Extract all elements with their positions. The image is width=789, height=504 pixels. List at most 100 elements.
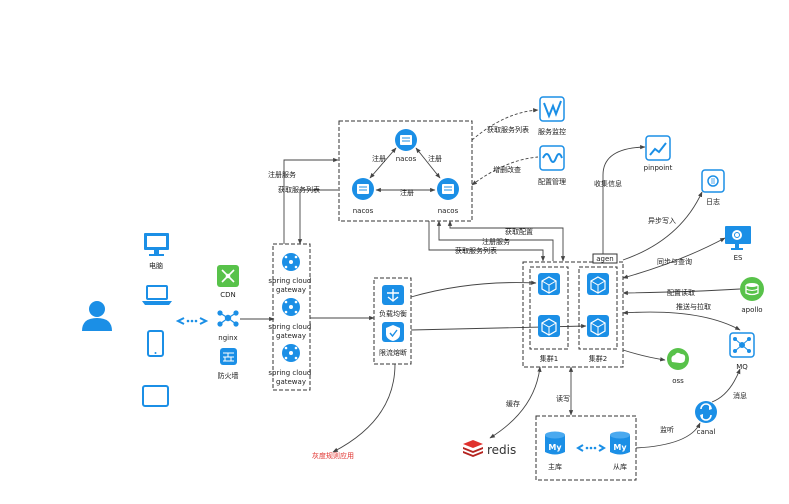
- get-service-list-edge: [428, 221, 546, 262]
- service-cube-icon: [587, 273, 609, 295]
- register-service-edge: [436, 220, 554, 261]
- pinpoint-label: pinpoint: [644, 164, 673, 172]
- collect-info-edge: [602, 144, 646, 254]
- laptop-icon: [142, 285, 172, 305]
- mysql-logo-text: My: [548, 443, 562, 452]
- get-config-edge: [447, 220, 566, 262]
- cache-label: 缓存: [506, 399, 520, 408]
- message-edge: [711, 368, 741, 403]
- oss-label: oss: [672, 377, 684, 385]
- cache-edge: [489, 366, 542, 439]
- mq-label: MQ: [736, 363, 748, 371]
- pc-label: 电脑: [149, 261, 163, 270]
- master-db-label: 主库: [548, 462, 562, 471]
- cdn-icon: [217, 265, 239, 287]
- agent-label: agen: [596, 255, 613, 263]
- message-label: 消息: [733, 391, 747, 400]
- gateway-icon: [282, 253, 300, 271]
- redis-icon: [463, 440, 483, 457]
- apollo-label: apollo: [741, 306, 762, 314]
- user-icon: [82, 301, 112, 331]
- nacos-register-edge: [369, 147, 397, 179]
- config-mgmt-label: 配置管理: [538, 177, 566, 186]
- config-read-edge: [622, 288, 741, 296]
- config-mgmt-icon: [539, 145, 565, 171]
- get-service-list-label: 获取服务列表: [278, 185, 320, 194]
- monitor-icon: [144, 233, 169, 256]
- nacos-server-icon: [437, 178, 459, 200]
- rate-limit-icon: [382, 322, 404, 342]
- load-balance-icon: [382, 285, 404, 305]
- phone-icon: [147, 330, 164, 357]
- nacos-register-edge: [415, 147, 441, 179]
- oss-icon: [667, 348, 689, 370]
- nacos-cluster-box: [338, 120, 473, 222]
- gateway-label: spring cloud gateway: [268, 277, 313, 294]
- ellipsis-connector: [576, 444, 606, 452]
- gateway-icon: [282, 344, 300, 362]
- log-icon: [701, 169, 725, 193]
- register-service-label: 注册服务: [482, 237, 510, 246]
- push-pull-label: 推送与拉取: [676, 302, 711, 311]
- gateway-label-line1: spring cloud: [268, 323, 311, 331]
- register-service-edge: [283, 157, 339, 244]
- mq-icon: [729, 332, 755, 358]
- canal-icon: [695, 401, 717, 423]
- service-monitor-icon: [539, 96, 565, 122]
- gray-rule-edge: [332, 363, 396, 453]
- sync-query-label: 同步与查询: [657, 257, 692, 266]
- get-service-list-label: 获取服务列表: [455, 246, 497, 255]
- register-service-label: 注册服务: [268, 170, 296, 179]
- pinpoint-icon: [645, 135, 671, 161]
- nginx-icon: [217, 310, 239, 327]
- sync-query-edge: [622, 237, 726, 279]
- lb-group-box: [373, 277, 412, 365]
- collect-info-label: 收集信息: [594, 179, 622, 188]
- async-write-label: 异步写入: [648, 217, 676, 225]
- service-cube-icon: [587, 315, 609, 337]
- cluster2-label: 集群2: [589, 354, 607, 363]
- slave-db-label: 从库: [613, 462, 627, 471]
- cluster2-box: [578, 266, 618, 350]
- cluster1-label: 集群1: [540, 354, 558, 363]
- service-cube-icon: [538, 273, 560, 295]
- nacos-register-label: 注册: [400, 188, 414, 197]
- get-config-label: 获取配置: [505, 227, 533, 236]
- es-label: ES: [734, 254, 743, 262]
- listen-edge: [635, 422, 701, 449]
- config-mgmt-edge: [471, 156, 539, 186]
- log-label: 日志: [706, 197, 720, 206]
- push-pull-edge: [622, 310, 741, 331]
- nacos-register-label: 注册: [428, 154, 442, 163]
- gateway-label: spring cloud gateway: [268, 369, 313, 386]
- lb-to-cluster-edge: [410, 280, 537, 298]
- gateway-label-line2: gateway: [276, 378, 306, 386]
- mysql-slave-icon: My: [610, 431, 630, 455]
- mysql-master-icon: My: [545, 431, 565, 455]
- load-balance-label: 负载均衡: [379, 309, 407, 318]
- read-write-label: 读写: [556, 394, 570, 403]
- gateway-label-line1: spring cloud: [268, 369, 311, 377]
- ellipsis-connector: [175, 317, 209, 325]
- tablet-icon: [142, 385, 169, 407]
- firewall-label: 防火墙: [218, 371, 239, 380]
- nacos-node-label: nacos: [396, 155, 417, 163]
- rate-limit-label: 限流熔断: [379, 348, 407, 357]
- cluster1-box: [529, 266, 569, 350]
- config-read-label: 配置读取: [667, 288, 695, 297]
- gateway-label: spring cloud gateway: [268, 323, 313, 340]
- canal-label: canal: [697, 428, 716, 436]
- nacos-node-label: nacos: [438, 207, 459, 215]
- async-write-edge: [622, 191, 703, 261]
- firewall-icon: [220, 348, 237, 365]
- mysql-logo-text: My: [613, 443, 627, 452]
- nacos-server-icon: [352, 178, 374, 200]
- listen-label: 监听: [660, 425, 674, 434]
- agent-box: [592, 253, 618, 264]
- redis-label: redis: [487, 443, 516, 457]
- nacos-server-icon: [395, 129, 417, 151]
- nacos-register-label: 注册: [372, 154, 386, 163]
- get-service-list-edge: [297, 189, 338, 245]
- service-monitor-label: 服务监控: [538, 127, 566, 136]
- nacos-node-label: nacos: [353, 207, 374, 215]
